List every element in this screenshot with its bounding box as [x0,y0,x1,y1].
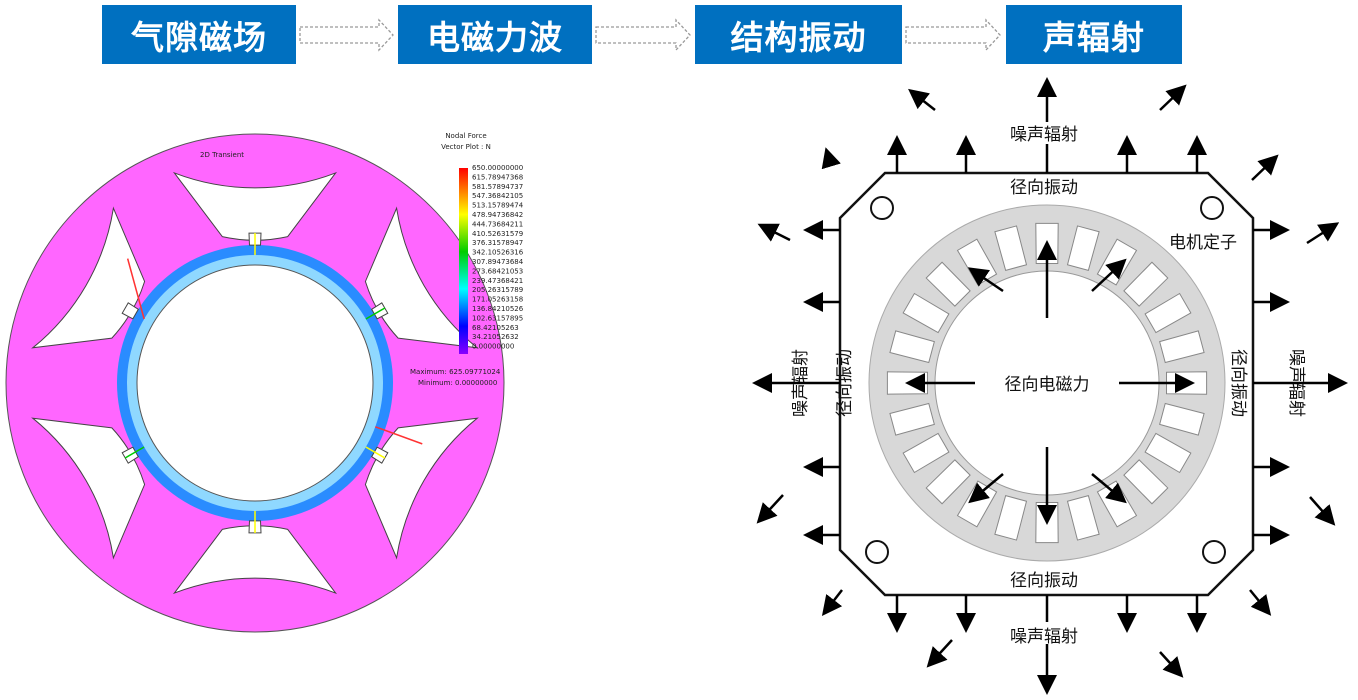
noise-arrow [1306,222,1340,245]
legend-value: 68.42105263 [472,324,519,332]
stator-slot [1159,330,1205,364]
noise-arrow [1249,589,1272,616]
step-acoustic-radiation: 声辐射 [1006,5,1182,64]
stator-slot [902,432,950,474]
vibration-label-top: 径向振动 [1010,178,1078,198]
step-structural-vibration: 结构振动 [695,5,902,64]
noise-arrow [1251,154,1279,181]
legend-title-2: Vector Plot : N [441,143,491,151]
legend-value: 615.78947368 [472,173,523,181]
noise-arrow [756,494,784,524]
stator-slot [889,330,935,364]
stator-slot [902,292,950,334]
minimum-label: Minimum: 0.00000000 [418,379,497,387]
stator-slot [994,495,1028,541]
noise-arrow [1309,496,1336,526]
stator-slot [994,225,1028,271]
force-vector [365,307,386,320]
stator-slot [925,261,971,307]
mount-hole [1202,540,1226,564]
legend-value: 478.94736842 [472,211,523,219]
legend-value: 581.57894737 [472,183,523,191]
legend-value: 0.00000000 [472,343,514,351]
noise-arrow [1159,651,1184,678]
stator-slot [1123,459,1169,505]
force-arrow [968,473,1004,504]
step-em-force-wave: 电磁力波 [398,5,592,64]
dashed-arrow [595,18,691,52]
stator-slot [925,459,971,505]
mount-hole [865,540,889,564]
noise-arrow [926,639,953,668]
noise-label-left: 噪声辐射 [791,349,811,417]
plot-title: 2D Transient [200,151,244,159]
noise-label-right: 噪声辐射 [1286,349,1306,417]
legend-value: 444.73684211 [472,220,523,228]
legend-value: 102.63157895 [472,314,523,322]
color-bar [459,168,468,354]
legend-value: 171.05263158 [472,296,523,304]
dashed-arrow [905,18,1001,52]
noise-arrow [1159,84,1187,111]
legend-value: 307.89473684 [472,258,524,266]
noise-arrow [821,589,843,616]
mount-hole [1200,196,1224,220]
mount-hole [870,196,894,220]
stator-label: 电机定子 [1169,233,1237,253]
maximum-label: Maximum: 625.09771024 [410,368,501,376]
legend-value: 34.21052632 [472,333,519,341]
stator-vibration-diagram: 噪声辐射 径向振动 径向振动 噪声辐射 电机定子 径向电磁力 噪声辐射 径向振动… [752,77,1348,695]
noise-arrow [821,147,841,170]
legend-value: 410.52631579 [472,230,523,238]
force-vector [126,258,145,320]
legend-value: 239.47368421 [472,277,523,285]
force-arrow [967,267,1004,293]
stator-slot [1066,495,1100,541]
stator-slot [1144,432,1192,474]
step-air-gap-field: 气隙磁场 [102,5,296,64]
legend-value: 376.31578947 [472,239,523,247]
force-arrow [1091,473,1127,504]
force-arrow [1091,258,1127,292]
nodal-force-plot: 2D Transient Nodal Force Vector Plot : N… [5,132,524,633]
legend-value: 136.84210526 [472,305,524,313]
stator-slot [1159,402,1205,436]
stator-slot [1066,225,1100,271]
legend-value: 513.15789474 [472,202,524,210]
vibration-label-bottom: 径向振动 [1010,571,1078,591]
legend-value: 547.36842105 [472,192,523,200]
dashed-arrow [299,18,394,52]
stator-slot [1144,292,1192,334]
radial-force-label: 径向电磁力 [1005,375,1090,395]
slot-opening [121,302,140,320]
noise-arrow [757,223,791,242]
force-vector [365,446,386,459]
stator-slot [889,402,935,436]
legend-value: 273.68421053 [472,267,523,275]
bore [136,264,374,502]
force-vector [375,426,423,445]
vibration-label-right: 径向振动 [1228,349,1248,417]
vibration-label-left: 径向振动 [835,349,855,417]
flow-arrows [299,18,1001,52]
force-vector [124,446,145,459]
legend-value: 342.10526316 [472,249,524,257]
legend-title-1: Nodal Force [445,132,486,140]
legend-value: 205.26315789 [472,286,523,294]
noise-arrow [908,88,936,111]
noise-label-top: 噪声辐射 [1010,125,1078,145]
stator-slot [1123,261,1169,307]
legend-value: 650.00000000 [472,164,523,172]
noise-label-bottom: 噪声辐射 [1010,627,1078,647]
